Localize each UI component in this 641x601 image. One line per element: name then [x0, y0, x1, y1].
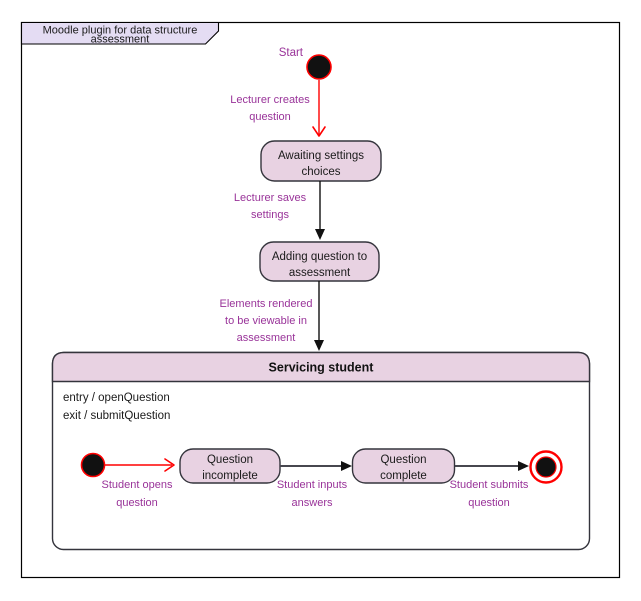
frame-label [20, 21, 220, 45]
transition-student-opens-arrowhead [164, 458, 175, 472]
transition-lecturer-creates-arrowhead [312, 126, 326, 137]
state-question-complete [351, 448, 456, 484]
frame-title-line-2: assessment [91, 34, 150, 46]
transition-lecturer-creates-label-line-2: question [249, 111, 291, 123]
state-adding-question-line-2: assessment [289, 267, 351, 279]
state-awaiting-settings-line-2: choices [302, 166, 341, 178]
state-question-complete-line-1: Question [380, 454, 426, 466]
transition-lecturer-saves-label-line-2: settings [251, 209, 289, 221]
transition-student-opens-label-line-1: Student opens [102, 479, 173, 491]
frame-title-line-1: Moodle plugin for data structure [43, 25, 198, 37]
transition-lecturer-saves-arrowhead [315, 229, 325, 240]
start-state-node [306, 54, 332, 80]
start-state-label: Start [279, 47, 304, 59]
transition-student-submits-arrowhead [518, 461, 529, 471]
transition-student-inputs-label-line-2: answers [292, 497, 333, 509]
state-question-complete-line-2: complete [380, 470, 427, 482]
transition-lecturer-saves-label-line-1: Lecturer saves [234, 192, 307, 204]
transition-student-submits-label-line-2: question [468, 497, 510, 509]
state-question-incomplete-line-1: Question [207, 454, 253, 466]
composite-state-header [51, 351, 591, 383]
inner-start-state-node [80, 452, 106, 478]
exit-action-text: exit / submitQuestion [63, 410, 170, 422]
transition-lecturer-creates-label-line-1: Lecturer creates [230, 94, 310, 106]
composite-state-title: Servicing student [269, 361, 375, 375]
transition-student-opens-label-line-2: question [116, 497, 158, 509]
transition-elements-rendered-label-line-1: Elements rendered [220, 298, 313, 310]
transition-elements-rendered-arrowhead [314, 340, 324, 351]
transition-elements-rendered-label-line-2: to be viewable in [225, 315, 307, 327]
final-state-node [535, 456, 557, 478]
transition-student-submits-label-line-1: Student submits [450, 479, 529, 491]
state-adding-question-line-1: Adding question to [272, 251, 367, 263]
state-question-incomplete-line-2: incomplete [202, 470, 258, 482]
entry-action-text: entry / openQuestion [63, 392, 170, 404]
transition-student-inputs-arrowhead [341, 461, 352, 471]
transition-student-inputs-label-line-1: Student inputs [277, 479, 348, 491]
state-awaiting-settings [260, 140, 382, 182]
state-awaiting-settings-line-1: Awaiting settings [278, 150, 364, 162]
transition-elements-rendered-label-line-3: assessment [237, 332, 296, 344]
